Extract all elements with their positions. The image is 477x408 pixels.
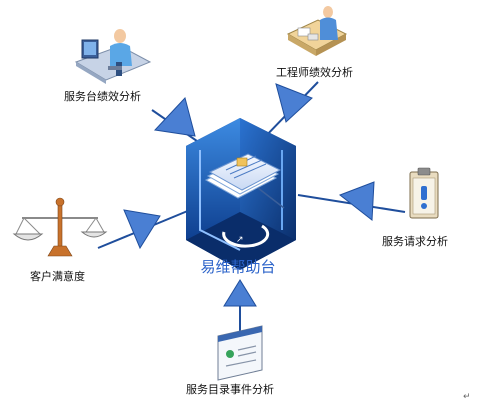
label-catalog: 服务目录事件分析 (186, 383, 274, 396)
connector-engineer (261, 81, 319, 141)
label-service-desk: 服务台绩效分析 (64, 90, 141, 103)
label-engineer: 工程师绩效分析 (276, 66, 353, 79)
center-title: 易维帮助台 (200, 258, 276, 276)
connector-requests (297, 181, 406, 221)
person-at-desk-icon (286, 6, 348, 56)
arrow-engineer (275, 83, 313, 123)
balance-scale-icon (12, 197, 108, 257)
svg-text:↗: ↗ (236, 235, 244, 245)
arrow-service-desk (153, 96, 196, 137)
label-satisfaction: 客户满意度 (30, 270, 85, 283)
person-at-computer-icon (74, 29, 152, 84)
label-requests: 服务请求分析 (382, 235, 448, 248)
clipboard-alert-icon (409, 167, 439, 219)
paragraph-return-mark: ↵ (463, 392, 471, 402)
connector-catalog (223, 279, 257, 335)
arrow-catalog (223, 279, 257, 307)
connector-satisfaction (97, 209, 191, 250)
center-cube-icon: ↗ (186, 118, 296, 270)
documents-stack-icon (204, 153, 285, 209)
browser-window-icon (217, 325, 263, 381)
arrow-requests (338, 181, 375, 221)
arrow-satisfaction (123, 209, 161, 250)
